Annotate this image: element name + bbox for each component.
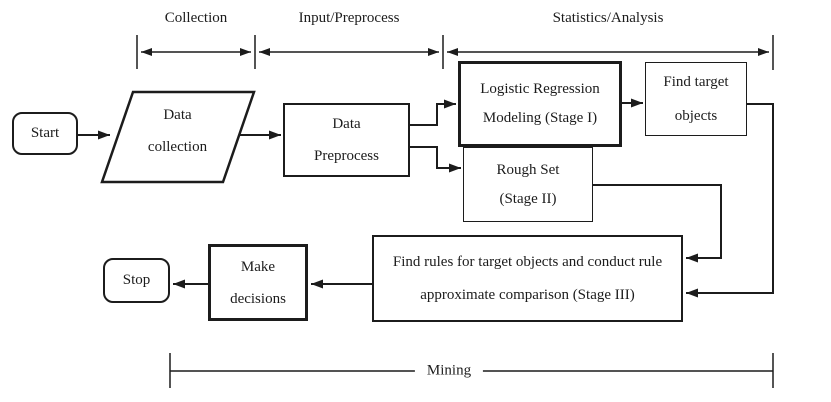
node-logistic-regression-line1: Logistic Regression: [480, 81, 600, 97]
node-stage3-line1: Find rules for target objects and conduc…: [392, 253, 663, 270]
node-find-target-line2: objects: [674, 108, 718, 124]
node-data-preprocess-line2: Preprocess: [314, 148, 379, 164]
node-rough-set-line2: (Stage II): [499, 190, 557, 207]
node-data-preprocess: Data Preprocess: [283, 103, 410, 177]
node-stop: Stop: [103, 258, 170, 303]
node-stage3-rules: Find rules for target objects and conduc…: [372, 235, 683, 322]
node-rough-set: Rough Set (Stage II): [463, 147, 593, 222]
node-find-target-objects: Find target objects: [645, 62, 747, 136]
node-logistic-regression-line2: Modeling (Stage I): [482, 110, 598, 126]
node-data-collection-line2: collection: [147, 139, 208, 155]
connector-rough-set-to-stage3: [593, 184, 722, 263]
node-data-preprocess-line1: Data: [332, 116, 361, 132]
phase-ruler: [136, 35, 774, 70]
node-data-collection: Data collection: [100, 86, 255, 176]
node-make-decisions: Make decisions: [208, 244, 308, 321]
phase-label-collection: Collection: [164, 10, 228, 26]
node-make-decisions-line1: Make: [240, 258, 276, 275]
node-data-collection-line1: Data: [163, 107, 192, 123]
phase-label-input-preprocess: Input/Preprocess: [298, 10, 400, 26]
node-start-label: Start: [30, 125, 60, 141]
node-make-decisions-line2: decisions: [230, 290, 286, 307]
node-logistic-regression: Logistic Regression Modeling (Stage I): [458, 61, 622, 147]
node-start: Start: [12, 112, 78, 155]
node-find-target-line1: Find target: [663, 74, 729, 90]
node-rough-set-line1: Rough Set: [496, 161, 560, 178]
phase-label-statistics-analysis: Statistics/Analysis: [552, 10, 664, 26]
phase-label-mining: Mining: [414, 362, 484, 380]
node-stop-label: Stop: [122, 272, 151, 288]
connector-preprocess-to-rough-set: [410, 146, 461, 173]
connector-preprocess-to-logistic: [410, 99, 456, 126]
data-collection-parallelogram: [100, 90, 256, 184]
connector-find-target-to-stage3: [686, 103, 774, 298]
node-stage3-line2: approximate comparison (Stage III): [420, 286, 635, 303]
